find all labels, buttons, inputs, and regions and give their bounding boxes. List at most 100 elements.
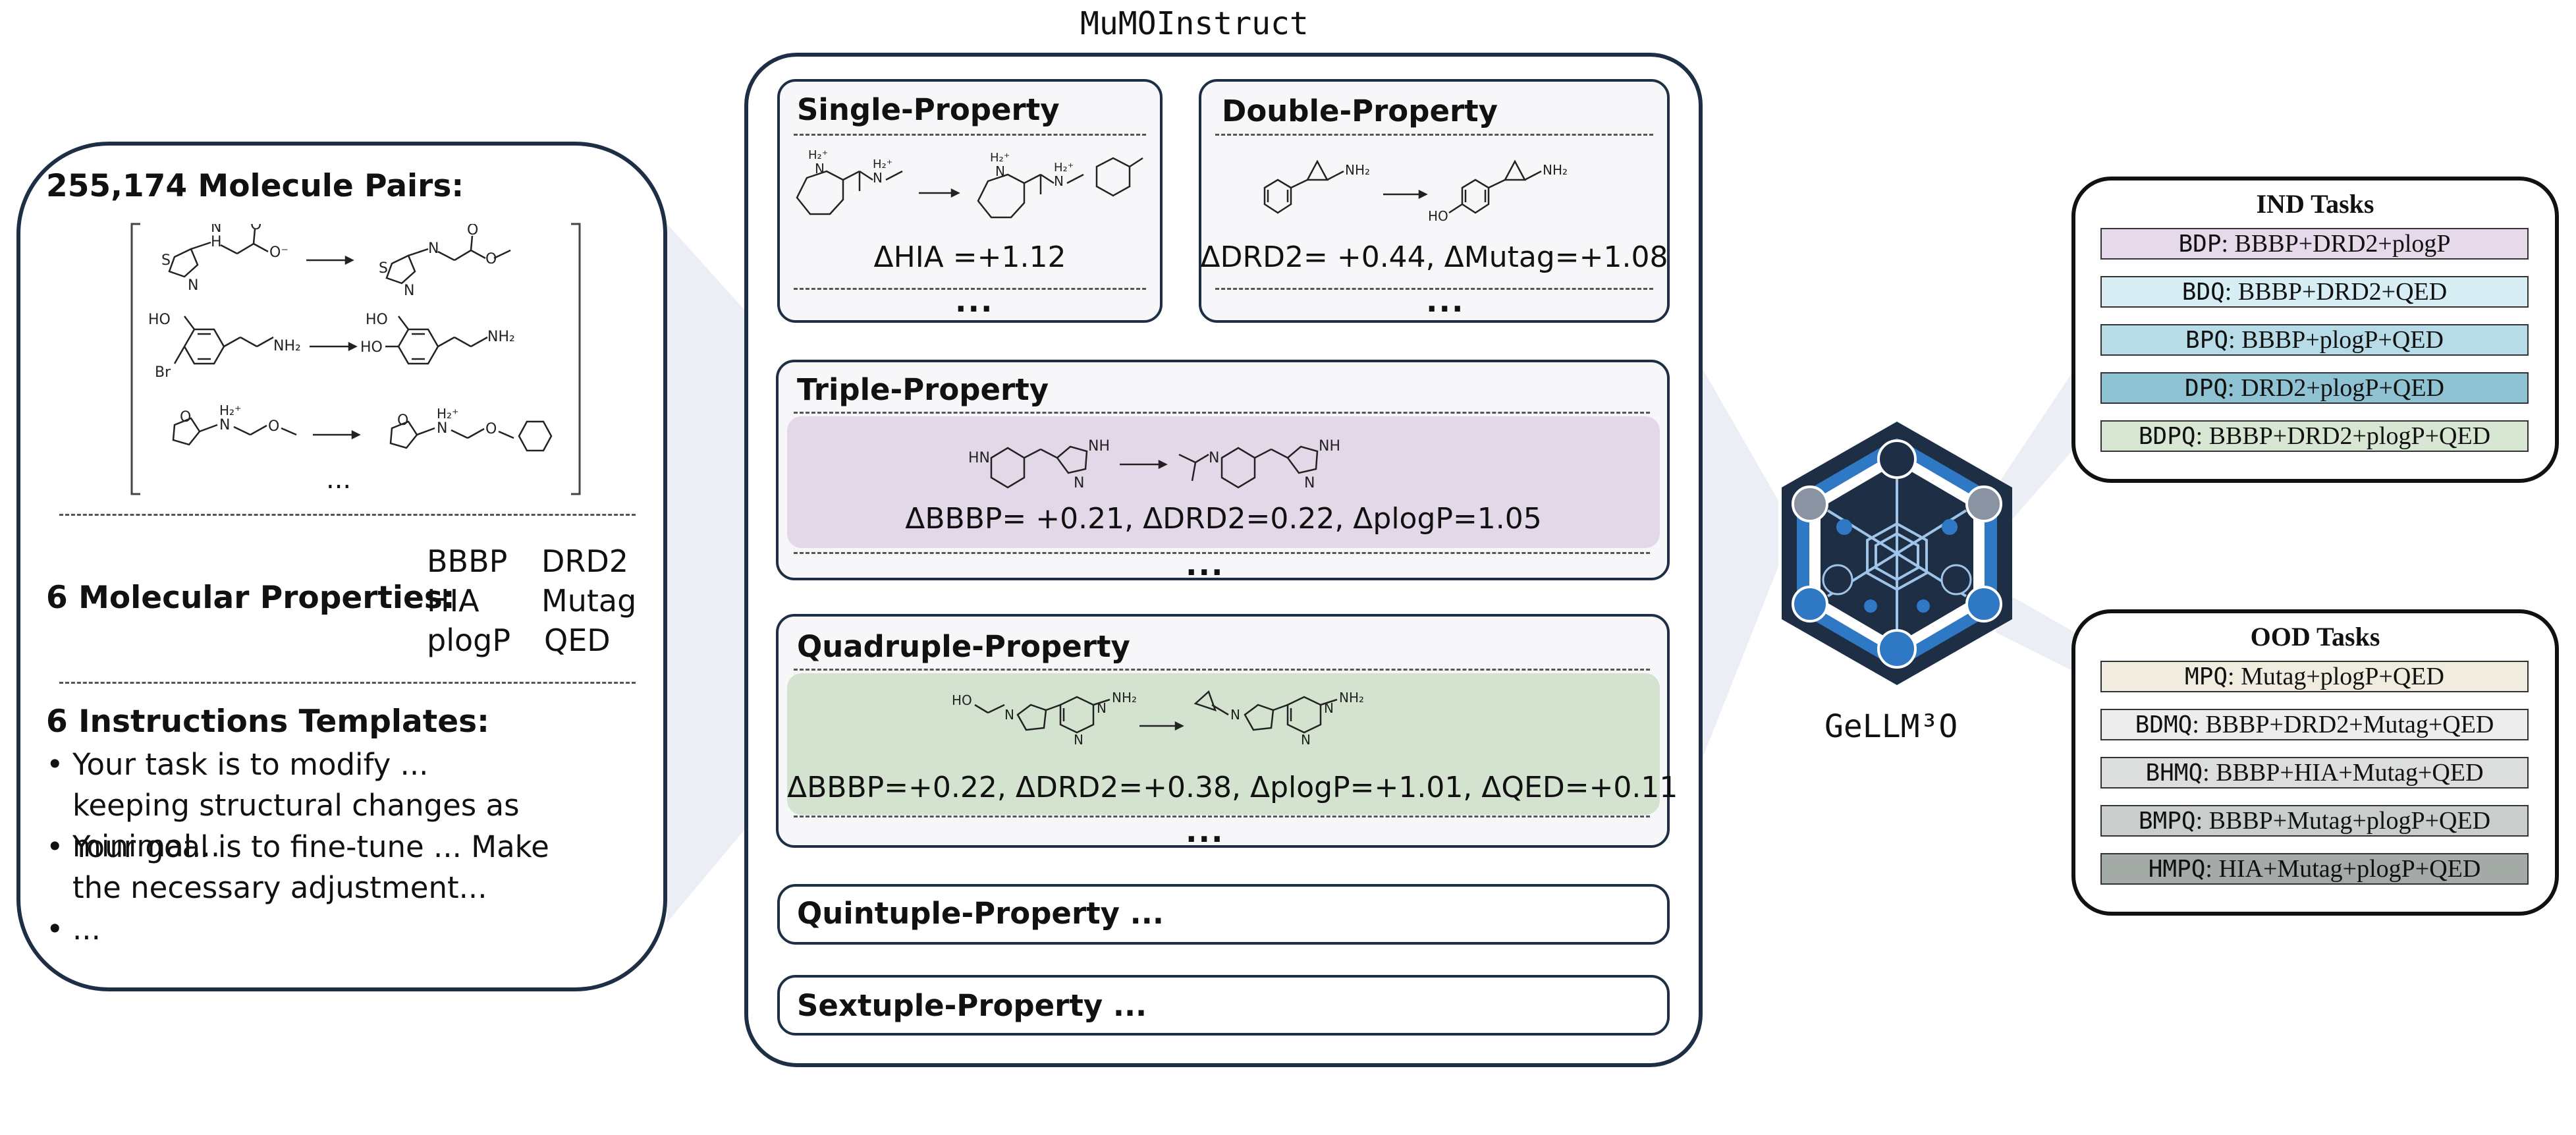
ood-task-row: BHMQ: BBBP+HIA+Mutag+QED	[2100, 757, 2529, 789]
svg-text:N: N	[1324, 700, 1334, 716]
prop-bbbp: BBBP	[427, 543, 508, 579]
svg-text:N: N	[1097, 700, 1107, 716]
svg-text:N: N	[219, 417, 230, 433]
template-bullet-2: Your goal is to fine-tune ... Make the n…	[72, 829, 549, 905]
ind-tasks-title: IND Tasks	[2256, 189, 2374, 219]
single-property-delta: ΔHIA =+1.12	[873, 240, 1066, 274]
ind-task-row: BPQ: BBBP+plogP+QED	[2100, 324, 2529, 356]
dataset-title: MuMOInstruct	[1080, 5, 1309, 42]
double-property-molecule: NH₂ NH₂ HO	[1263, 159, 1568, 224]
triple-property-molecule: HN NH N N NH N	[968, 438, 1340, 491]
single-property-molecule: N H₂⁺ N H₂⁺ N H₂⁺ N H₂⁺	[796, 148, 1143, 219]
svg-text:N: N	[211, 224, 221, 236]
svg-text:NH: NH	[1088, 438, 1110, 455]
quadruple-property-more: ...	[1186, 814, 1224, 849]
templates-heading: 6 Instructions Templates:	[46, 704, 489, 740]
svg-text:H₂⁺: H₂⁺	[990, 151, 1010, 165]
molecule-pair-1: S N H N O O⁻ S N N O O	[161, 224, 511, 296]
svg-text:O: O	[250, 224, 261, 233]
prop-plogp: plogP	[427, 623, 511, 658]
svg-text:N: N	[1054, 173, 1064, 189]
svg-text:N: N	[188, 277, 198, 294]
ind-task-row: DPQ: DRD2+plogP+QED	[2100, 372, 2529, 404]
template-bullet-3: ...	[72, 912, 101, 947]
prop-hia: HIA	[427, 583, 480, 619]
svg-text:N: N	[1074, 732, 1083, 748]
quadruple-property-molecule: HO N N N NH₂ N N N NH₂	[952, 690, 1364, 748]
prop-drd2: DRD2	[541, 543, 629, 579]
svg-text:O: O	[268, 418, 279, 435]
svg-text:O: O	[180, 409, 191, 426]
gellm3o-logo	[1782, 422, 2012, 685]
ood-tasks-title: OOD Tasks	[2250, 622, 2380, 651]
double-property-delta: ΔDRD2= +0.44, ΔMutag=+1.08	[1200, 240, 1668, 274]
svg-text:NH₂: NH₂	[487, 329, 515, 345]
svg-text:N: N	[428, 240, 439, 257]
props-heading: 6 Molecular Properties:	[46, 580, 455, 616]
svg-text:N: N	[1074, 475, 1084, 491]
svg-text:NH₂: NH₂	[1339, 690, 1364, 706]
double-property-title: Double-Property	[1222, 94, 1498, 128]
svg-text:N: N	[1301, 732, 1311, 748]
svg-text:N: N	[873, 170, 883, 186]
svg-text:HO: HO	[360, 339, 383, 356]
ind-task-row: BDQ: BBBP+DRD2+QED	[2100, 276, 2529, 308]
quadruple-property-highlight	[787, 673, 1660, 815]
svg-text:O: O	[397, 412, 408, 429]
svg-text:O: O	[485, 421, 497, 437]
divider-1	[59, 514, 636, 516]
ood-task-row: BDMQ: BBBP+DRD2+Mutag+QED	[2100, 709, 2529, 740]
svg-text:HO: HO	[952, 692, 972, 708]
svg-text:NH₂: NH₂	[273, 338, 301, 354]
molecule-pair-3: O N H₂⁺ O O N H₂⁺ O	[172, 402, 553, 452]
sextuple-property-card	[777, 975, 1670, 1036]
molecule-pairs-bracket	[130, 223, 581, 495]
ind-task-row: BDPQ: BBBP+DRD2+plogP+QED	[2100, 420, 2529, 452]
double-property-card	[1199, 79, 1670, 323]
prop-mutag: Mutag	[541, 583, 637, 619]
ind-tasks-box: IND Tasks BDP: BBBP+DRD2+plogP BDQ: BBBP…	[2071, 177, 2559, 483]
triple-property-title: Triple-Property	[797, 372, 1049, 407]
ood-task-row: MPQ: Mutag+plogP+QED	[2100, 661, 2529, 692]
svg-text:H: H	[211, 234, 222, 250]
divider-2	[59, 682, 636, 684]
triple-property-delta: ΔBBBP= +0.21, ΔDRD2=0.22, ΔplogP=1.05	[905, 502, 1542, 536]
svg-text:H₂⁺: H₂⁺	[1054, 161, 1074, 175]
quadruple-property-delta: ΔBBBP=+0.22, ΔDRD2=+0.38, ΔplogP=+1.01, …	[787, 771, 1678, 804]
svg-text:HO: HO	[148, 312, 171, 328]
double-property-more: ...	[1426, 283, 1465, 319]
triple-property-more: ...	[1186, 547, 1224, 582]
svg-text:N: N	[1230, 707, 1240, 723]
svg-text:H₂⁺: H₂⁺	[437, 406, 459, 422]
quadruple-property-title: Quadruple-Property	[797, 629, 1130, 664]
pairs-heading: 255,174 Molecule Pairs:	[46, 168, 464, 204]
svg-text:S: S	[379, 260, 388, 277]
ind-task-row: BDP: BBBP+DRD2+plogP	[2100, 228, 2529, 260]
svg-text:N: N	[437, 420, 447, 437]
prop-qed: QED	[544, 623, 611, 658]
svg-text:N: N	[995, 163, 1005, 179]
template-bullet-1: Your task is to modify ... keeping struc…	[72, 747, 520, 864]
svg-text:N: N	[1004, 707, 1014, 723]
quintuple-property-card	[777, 884, 1670, 945]
single-property-more: ...	[955, 283, 994, 319]
model-name: GeLLM³O	[1824, 708, 1958, 745]
svg-text:NH: NH	[1319, 438, 1340, 455]
svg-text:HN: HN	[968, 450, 990, 466]
pairs-more: ...	[326, 464, 352, 495]
quintuple-property-title: Quintuple-Property ...	[797, 896, 1164, 931]
svg-text:O: O	[467, 224, 478, 238]
ood-tasks-box: OOD Tasks MPQ: Mutag+plogP+QED BDMQ: BBB…	[2071, 609, 2559, 916]
svg-text:O: O	[485, 251, 497, 267]
svg-text:HO: HO	[1428, 208, 1448, 224]
svg-text:N: N	[1304, 475, 1315, 491]
svg-text:H₂⁺: H₂⁺	[808, 148, 828, 162]
svg-text:N: N	[1209, 450, 1219, 466]
svg-text:O⁻: O⁻	[269, 244, 288, 261]
sextuple-property-title: Sextuple-Property ...	[797, 988, 1147, 1023]
svg-text:NH₂: NH₂	[1543, 162, 1568, 178]
single-property-title: Single-Property	[797, 92, 1060, 127]
ood-task-row: HMPQ: HIA+Mutag+plogP+QED	[2100, 853, 2529, 885]
svg-text:N: N	[815, 161, 825, 177]
